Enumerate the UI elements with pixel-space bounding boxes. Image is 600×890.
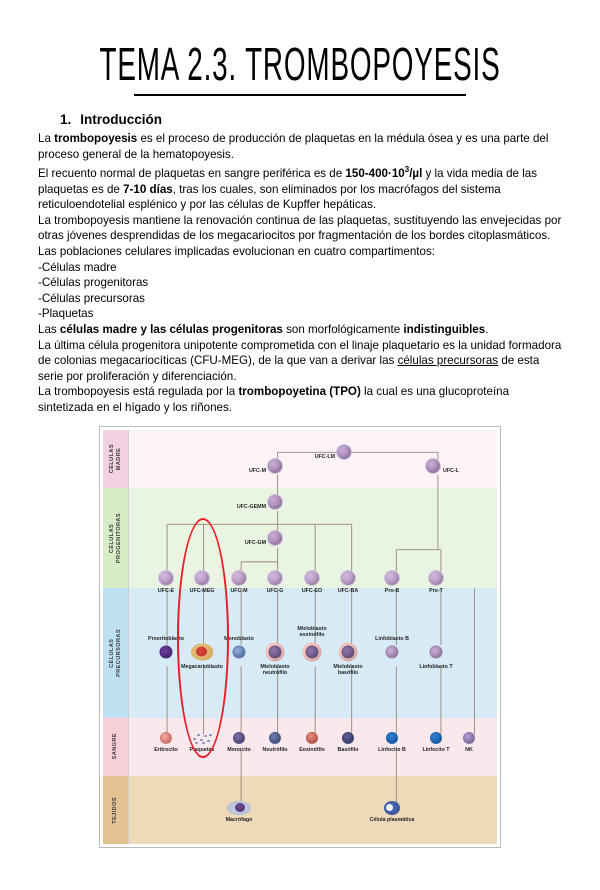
- label-precursor-4: Mieloblasto eosinófilo: [297, 625, 327, 638]
- label-blood-1: Plaquetas: [189, 746, 215, 753]
- list-item-4: -Plaquetas: [38, 307, 94, 321]
- cell-blood-7: [430, 731, 442, 744]
- label-ufc-lm: UFC-LM: [314, 453, 335, 460]
- cell-blood-0: [160, 731, 172, 744]
- cell-precursor-5: [341, 645, 355, 659]
- paragraph-2: El recuento normal de plaquetas en sangr…: [38, 165, 538, 212]
- section-title: Introducción: [80, 112, 163, 127]
- page-title: TEMA 2.3. TROMBOPOYESIS: [99, 39, 501, 91]
- cell-precursor-3: [268, 645, 282, 659]
- label-progenitor-3: UFC-G: [266, 587, 284, 594]
- cell-ufc-l: [425, 457, 441, 474]
- cell-blood-2: [233, 731, 245, 744]
- label-precursor-1: Megacarioblasto: [181, 663, 223, 670]
- label-blood-2: Monocito: [227, 746, 251, 753]
- body-text: La trombopoyesis es el proceso de produc…: [38, 131, 562, 416]
- paragraph-7: La trombopoyesis está regulada por la tr…: [38, 385, 510, 414]
- label-ufc-l: UFC-L: [443, 467, 459, 474]
- paragraph-5: Las células madre y las células progenit…: [38, 322, 489, 336]
- cell-blood-5: [342, 731, 354, 744]
- label-ufc-gemm: UFC-GEMM: [236, 503, 266, 510]
- cell-progenitor-4: [304, 569, 320, 586]
- cell-blood-4: [306, 731, 318, 744]
- band-label-sangre: SANGRE: [103, 717, 129, 776]
- cell-progenitor-6: [384, 569, 400, 586]
- label-blood-6: Linfocito B: [378, 746, 406, 753]
- label-ufc-m-stem: UFC-M: [248, 467, 266, 474]
- label-blood-7: Linfocito T: [422, 746, 450, 753]
- label-precursor-3: Mieloblasto neutrófilo: [260, 663, 290, 676]
- cell-ufc-m-stem: [267, 457, 283, 474]
- cell-progenitor-0: [158, 569, 174, 586]
- label-progenitor-4: UFC-EO: [301, 587, 323, 594]
- list-item-3: -Células precursoras: [38, 291, 145, 305]
- cell-ufc-gemm: [267, 493, 283, 510]
- label-blood-3: Neutrófilo: [262, 746, 288, 753]
- cell-precursor-1: [191, 643, 213, 661]
- band-area-tejidos: [129, 775, 497, 844]
- cell-blood-1: [191, 731, 213, 745]
- cell-ufc-lm: [336, 443, 352, 460]
- cell-blood-3: [269, 731, 281, 744]
- title-underline: [134, 94, 466, 96]
- label-precursor-5: Mieloblasto basófilo: [333, 663, 363, 676]
- paragraph-4: Las poblaciones celulares implicadas evo…: [38, 245, 435, 259]
- band-label-precursoras: CÉLULAS PRECURSORAS: [103, 587, 129, 718]
- label-blood-0: Eritrocito: [154, 746, 178, 753]
- cell-precursor-0: [159, 645, 173, 659]
- label-blood-8: NK: [465, 746, 473, 753]
- list-item-1: -Células madre: [38, 260, 117, 274]
- paragraph-6: La última célula progenitora unipotente …: [38, 338, 562, 383]
- label-progenitor-5: UFC-BA: [337, 587, 359, 594]
- cell-precursor-6: [385, 645, 399, 659]
- cell-tissue-0: [227, 800, 251, 815]
- cell-precursor-7: [429, 645, 443, 659]
- label-ufc-gm: UFC-GM: [244, 539, 266, 546]
- cell-progenitor-5: [340, 569, 356, 586]
- band-label-progenitoras: CÉLULAS PROGENITORAS: [103, 487, 129, 588]
- cell-progenitor-3: [267, 569, 283, 586]
- band-area-sangre: [129, 717, 497, 776]
- title-block: TEMA 2.3. TROMBOPOYESIS: [38, 42, 562, 98]
- band-tejidos: TEJIDOS: [103, 775, 497, 844]
- band-label-madre: CÉLULAS MADRE: [103, 429, 129, 488]
- band-label-tejidos: TEJIDOS: [103, 775, 129, 844]
- label-progenitor-6: Pro-B: [384, 587, 400, 594]
- cell-ufc-gm: [267, 529, 283, 546]
- section-number: 1.: [60, 112, 72, 127]
- cell-precursor-4: [305, 645, 319, 659]
- label-progenitor-7: Pro-T: [429, 587, 443, 594]
- section-heading: 1. Introducción: [60, 112, 562, 127]
- cell-progenitor-2: [231, 569, 247, 586]
- band-sangre: SANGRE: [103, 717, 497, 776]
- document-page: TEMA 2.3. TROMBOPOYESIS 1. Introducción L…: [0, 42, 600, 890]
- cell-blood-8: [463, 731, 475, 744]
- label-progenitor-2: UFC-M: [230, 587, 248, 594]
- label-precursor-7: Linfoblasto T: [419, 663, 453, 670]
- paragraph-3: La trombopoyesis mantiene la renovación …: [38, 213, 562, 243]
- label-precursor-2: Monoblasto: [224, 635, 254, 642]
- cell-precursor-2: [232, 645, 246, 659]
- label-tissue-0: Macrófago: [225, 816, 253, 823]
- cell-progenitor-1: [194, 569, 210, 586]
- label-progenitor-0: UFC-E: [157, 587, 175, 594]
- label-blood-4: Eosinófilo: [299, 746, 325, 753]
- label-precursor-6: Linfoblasto B: [375, 635, 409, 642]
- paragraph-1: La trombopoyesis es el proceso de produc…: [38, 132, 549, 161]
- label-progenitor-1: UFC-MEG: [189, 587, 215, 594]
- cell-progenitor-7: [428, 569, 444, 586]
- label-blood-5: Basófilo: [337, 746, 359, 753]
- cell-tissue-1: [384, 800, 400, 815]
- label-tissue-1: Célula plasmática: [369, 816, 415, 823]
- label-precursor-0: Proeritoblasto: [148, 635, 184, 642]
- cell-blood-6: [386, 731, 398, 744]
- list-item-2: -Células progenitoras: [38, 276, 149, 290]
